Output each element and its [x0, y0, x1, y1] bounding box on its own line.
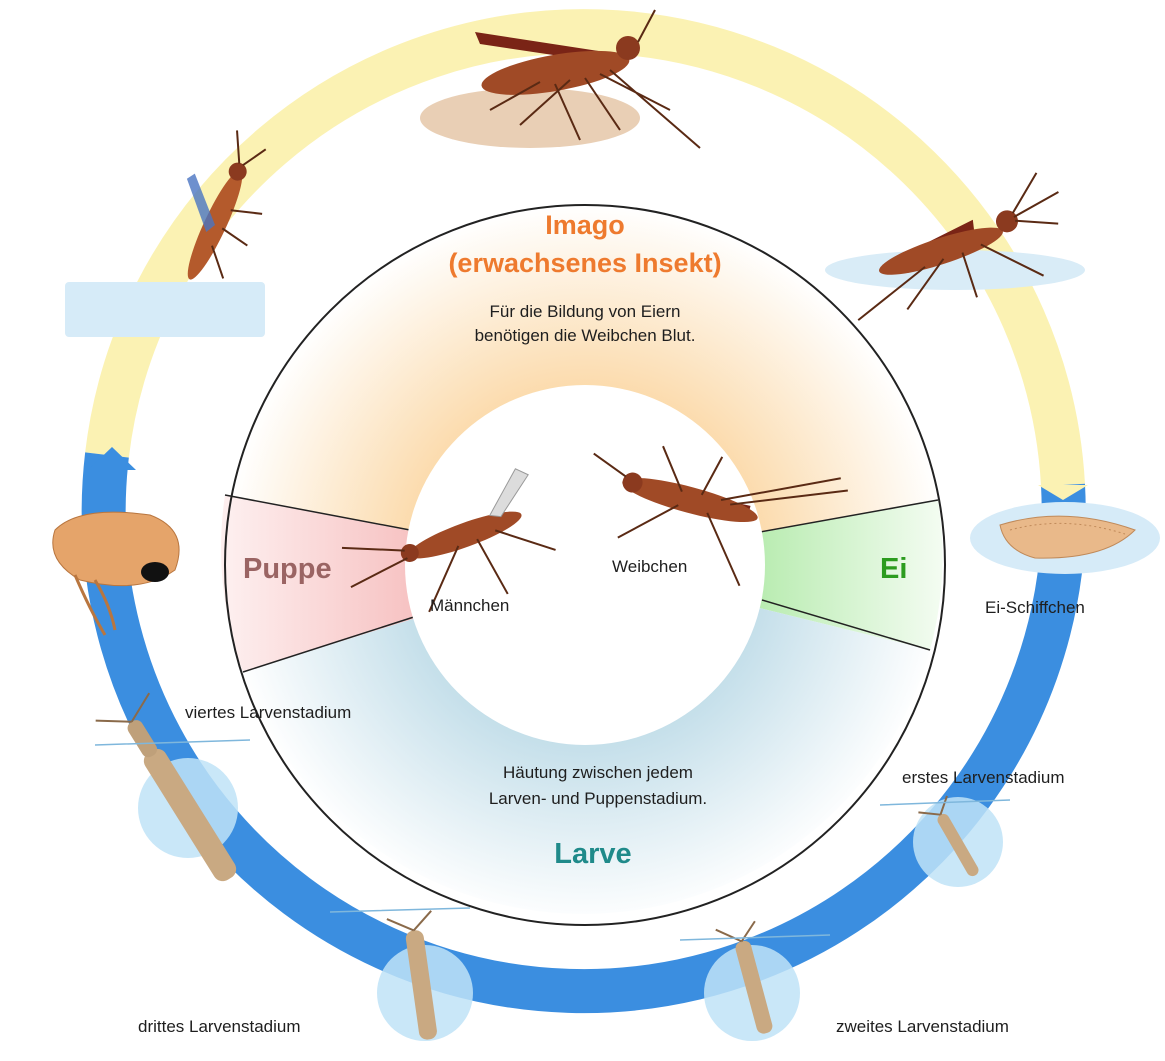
label-viertes-larvenstadium: viertes Larvenstadium [185, 703, 351, 723]
imago-note-line2: benötigen die Weibchen Blut. [475, 324, 696, 348]
stage-title-puppe: Puppe [243, 553, 332, 586]
male-label: Männchen [430, 596, 509, 616]
label-zweites-larvenstadium: zweites Larvenstadium [836, 1017, 1009, 1037]
larve-note-line2: Larven- und Puppenstadium. [489, 786, 707, 812]
label-drittes-larvenstadium: drittes Larvenstadium [138, 1017, 301, 1037]
stage-title-larve: Larve [554, 838, 631, 871]
label-erstes-larvenstadium: erstes Larvenstadium [902, 768, 1065, 788]
stage-subtitle-imago: (erwachsenes Insekt) [448, 244, 721, 282]
larve-note-line1: Häutung zwischen jedem [489, 760, 707, 786]
stage-title-ei: Ei [880, 553, 907, 586]
female-label: Weibchen [612, 557, 687, 577]
larve-note: Häutung zwischen jedem Larven- und Puppe… [489, 760, 707, 812]
label-ei-schiffchen: Ei-Schiffchen [985, 598, 1085, 618]
imago-note: Für die Bildung von Eiern benötigen die … [475, 300, 696, 348]
imago-title-block: Imago (erwachsenes Insekt) [448, 206, 721, 282]
imago-note-line1: Für die Bildung von Eiern [475, 300, 696, 324]
stage-title-imago: Imago [448, 206, 721, 244]
